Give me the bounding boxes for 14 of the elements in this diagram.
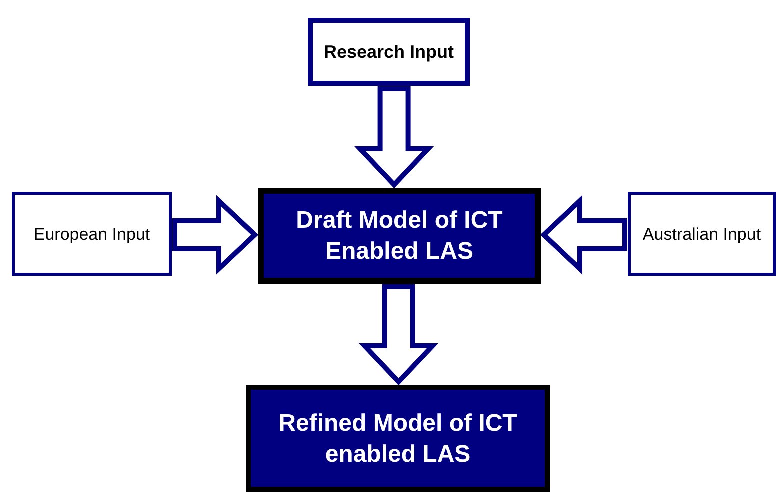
block-arrow xyxy=(172,195,259,275)
box-label: Draft Model of ICT Enabled LAS xyxy=(295,206,504,267)
box-label: Research Input xyxy=(324,41,454,64)
block-arrow xyxy=(354,86,434,189)
process-box xyxy=(12,192,172,276)
box-label: Australian Input xyxy=(642,224,762,246)
box-label: European Input xyxy=(34,224,150,246)
process-box xyxy=(246,385,550,492)
box-label: Refined Model of ICT enabled LAS xyxy=(278,408,518,470)
block-arrow xyxy=(359,284,439,386)
process-box xyxy=(258,188,541,284)
block-arrow xyxy=(540,195,628,275)
process-box xyxy=(628,192,776,276)
process-box xyxy=(308,18,470,86)
